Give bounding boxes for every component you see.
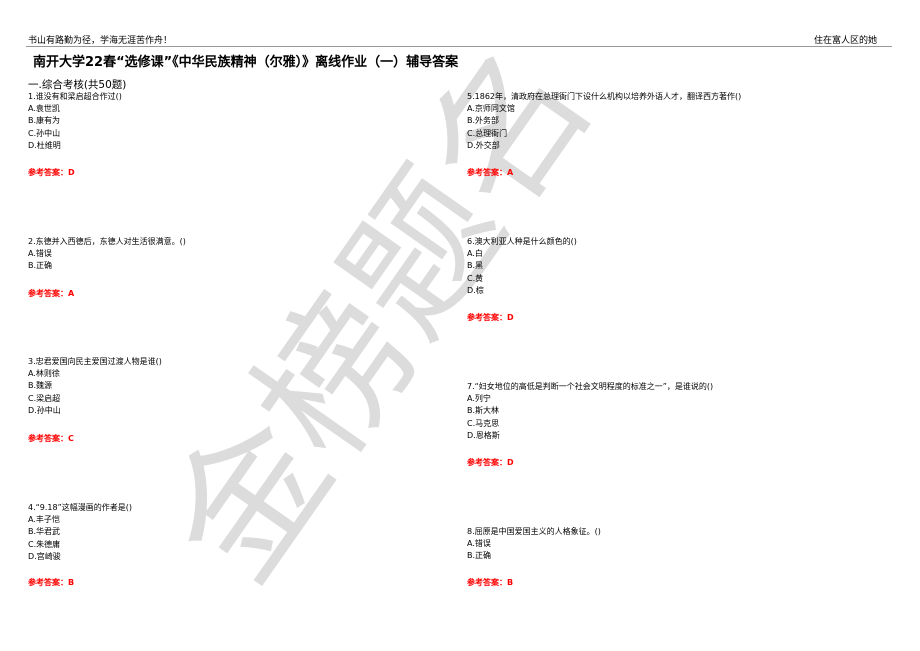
question-option: A.错误 [28, 249, 52, 259]
question-2: 2.东德并入西德后，东德人对生活很满意。() A.错误 B.正确 [28, 236, 186, 273]
section-heading: 一.综合考核(共50题) [28, 79, 127, 91]
question-option: D.杜维明 [28, 140, 61, 150]
question-option: C.朱德庸 [28, 539, 61, 549]
question-3: 3.忠君爱国向民主爱国过渡人物是谁() A.林则徐 B.魏源 C.梁启超 D.孙中山 [28, 356, 162, 417]
question-option: A.京师同文馆 [467, 104, 515, 114]
question-option: A.林则徐 [28, 369, 60, 379]
question-stem: 1.谁没有和梁启超合作过() [28, 92, 122, 101]
question-4: 4.“9.18”这幅漫画的作者是() A.丰子恺 B.华君武 C.朱德庸 D.宫崎骏 [28, 502, 132, 563]
question-option: A.错误 [467, 539, 491, 549]
question-option: D.外交部 [467, 140, 500, 150]
question-option: A.白 [467, 249, 483, 259]
question-option: C.马克思 [467, 418, 500, 428]
reference-answer: 参考答案：D [28, 168, 75, 177]
header-divider [26, 46, 892, 47]
reference-answer: 参考答案：B [28, 578, 75, 587]
question-option: C.梁启超 [28, 393, 61, 403]
question-option: D.孙中山 [28, 405, 61, 415]
question-option: B.正确 [28, 261, 53, 271]
question-7: 7.“妇女地位的高低是判断一个社会文明程度的标准之一”，是谁说的() A.列宁 B.… [467, 381, 713, 442]
question-option: B.外务部 [467, 116, 500, 126]
header-motto: 书山有路勤为径，学海无涯苦作舟！ [28, 36, 173, 46]
question-stem: 5.1862年，清政府在总理衙门下设什么机构以培养外语人才，翻译西方著作() [467, 92, 742, 101]
question-stem: 2.东德并入西德后，东德人对生活很满意。() [28, 237, 186, 246]
question-option: C.孙中山 [28, 128, 61, 138]
question-option: D.棕 [467, 285, 484, 295]
reference-answer: 参考答案：B [467, 578, 514, 587]
question-stem: 6.澳大利亚人种是什么颜色的() [467, 237, 577, 246]
question-option: B.华君武 [28, 527, 61, 537]
question-option: B.正确 [467, 551, 492, 561]
question-option: A.列宁 [467, 394, 491, 404]
question-1: 1.谁没有和梁启超合作过() A.袁世凯 B.康有为 C.孙中山 D.杜维明 [28, 91, 122, 152]
question-option: A.丰子恺 [28, 515, 60, 525]
question-stem: 4.“9.18”这幅漫画的作者是() [28, 503, 132, 512]
question-option: B.斯大林 [467, 406, 500, 416]
question-6: 6.澳大利亚人种是什么颜色的() A.白 B.黑 C.黄 D.棕 [467, 236, 577, 297]
reference-answer: 参考答案：D [467, 458, 514, 467]
question-option: B.黑 [467, 261, 484, 271]
reference-answer: 参考答案：D [467, 313, 514, 322]
header-author: 住在富人区的她 [814, 36, 878, 46]
question-option: B.魏源 [28, 381, 53, 391]
question-stem: 3.忠君爱国向民主爱国过渡人物是谁() [28, 357, 162, 366]
question-stem: 8.屈原是中国爱国主义的人格象征。() [467, 527, 601, 536]
page-title: 南开大学22春“选修课”《中华民族精神（尔雅）》离线作业（一）辅导答案 [33, 55, 459, 70]
question-stem: 7.“妇女地位的高低是判断一个社会文明程度的标准之一”，是谁说的() [467, 382, 714, 391]
reference-answer: 参考答案：A [467, 168, 514, 177]
question-option: C.总理衙门 [467, 128, 508, 138]
reference-answer: 参考答案：C [28, 434, 74, 443]
question-option: B.康有为 [28, 116, 61, 126]
question-option: D.恩格斯 [467, 430, 500, 440]
question-5: 5.1862年，清政府在总理衙门下设什么机构以培养外语人才，翻译西方著作() A.… [467, 91, 741, 152]
question-option: D.宫崎骏 [28, 551, 61, 561]
question-option: C.黄 [467, 273, 484, 283]
question-8: 8.屈原是中国爱国主义的人格象征。() A.错误 B.正确 [467, 526, 601, 563]
reference-answer: 参考答案：A [28, 289, 75, 298]
question-option: A.袁世凯 [28, 104, 60, 114]
